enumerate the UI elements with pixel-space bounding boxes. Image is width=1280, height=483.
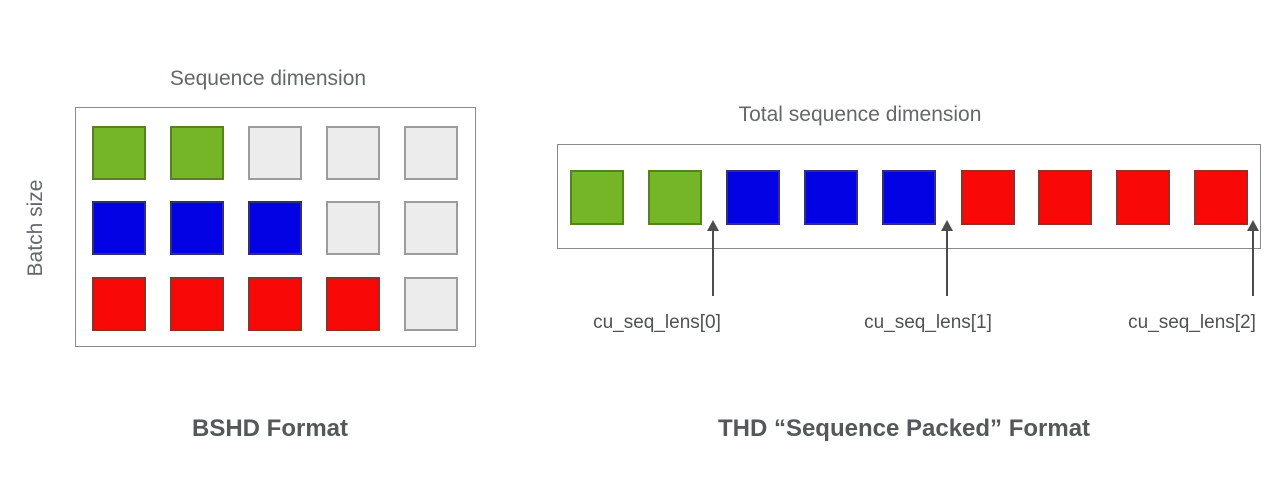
bshd-cell-r2c5-empty bbox=[404, 201, 458, 255]
thd-packed-box bbox=[557, 144, 1261, 249]
bshd-cell-r3c4-red bbox=[326, 277, 380, 331]
cu-seq-lens-0-arrow-up-icon bbox=[707, 220, 719, 231]
thd-total-sequence-title: Total sequence dimension bbox=[738, 103, 982, 126]
bshd-sequence-dimension-title: Sequence dimension bbox=[169, 67, 367, 90]
thd-cell-7-red bbox=[1038, 170, 1092, 225]
bshd-cell-r1c5-empty bbox=[404, 126, 458, 180]
cu-seq-lens-0-arrow-line bbox=[712, 229, 714, 296]
bshd-cell-r3c3-red bbox=[248, 277, 302, 331]
bshd-cell-r2c4-empty bbox=[326, 201, 380, 255]
bshd-caption: BSHD Format bbox=[191, 415, 349, 442]
bshd-cell-r2c1-blue bbox=[92, 201, 146, 255]
thd-caption: THD “Sequence Packed” Format bbox=[717, 415, 1091, 442]
bshd-cell-r1c4-empty bbox=[326, 126, 380, 180]
thd-cell-1-green bbox=[570, 170, 624, 225]
cu-seq-lens-0-label: cu_seq_lens[0] bbox=[593, 312, 721, 333]
thd-cell-2-green bbox=[648, 170, 702, 225]
bshd-batch-size-label: Batch size bbox=[24, 179, 47, 277]
bshd-cell-r1c2-green bbox=[170, 126, 224, 180]
bshd-cell-r2c3-blue bbox=[248, 201, 302, 255]
thd-cell-8-red bbox=[1116, 170, 1170, 225]
bshd-cell-r2c2-blue bbox=[170, 201, 224, 255]
cu-seq-lens-2-arrow-up-icon bbox=[1247, 220, 1259, 231]
thd-cell-4-blue bbox=[804, 170, 858, 225]
thd-cell-6-red bbox=[961, 170, 1015, 225]
thd-cell-3-blue bbox=[726, 170, 780, 225]
bshd-cell-r1c1-green bbox=[92, 126, 146, 180]
thd-cell-5-blue bbox=[882, 170, 936, 225]
cu-seq-lens-1-arrow-line bbox=[946, 229, 948, 296]
cu-seq-lens-1-arrow-up-icon bbox=[941, 220, 953, 231]
bshd-cell-r3c2-red bbox=[170, 277, 224, 331]
bshd-grid-box bbox=[75, 107, 476, 347]
bshd-cell-r3c1-red bbox=[92, 277, 146, 331]
thd-cell-9-red bbox=[1194, 170, 1248, 225]
cu-seq-lens-2-label: cu_seq_lens[2] bbox=[1128, 312, 1256, 333]
cu-seq-lens-1-label: cu_seq_lens[1] bbox=[864, 312, 992, 333]
bshd-cell-r3c5-empty bbox=[404, 277, 458, 331]
cu-seq-lens-2-arrow-line bbox=[1252, 229, 1254, 296]
bshd-cell-r1c3-empty bbox=[248, 126, 302, 180]
